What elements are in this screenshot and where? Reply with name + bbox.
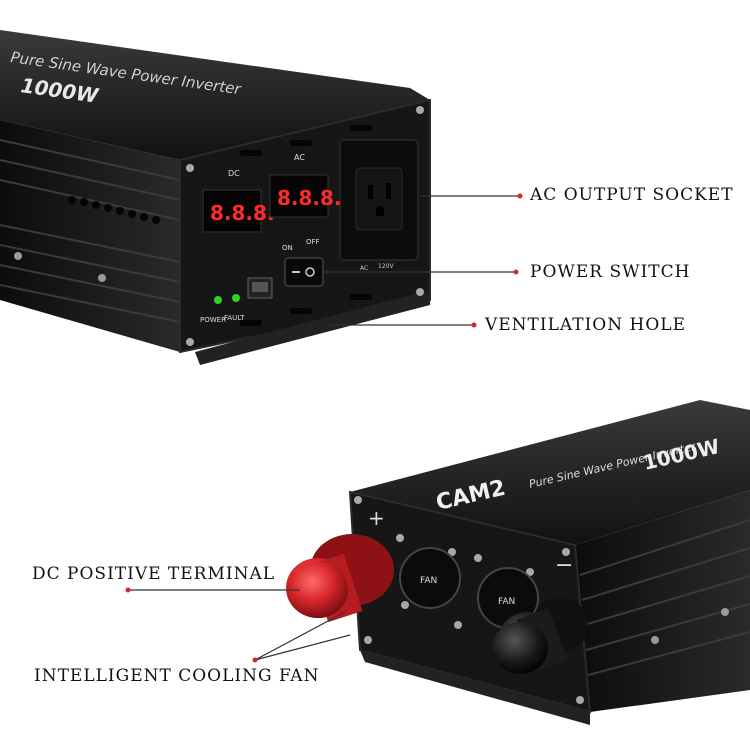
switch-label-on: ON <box>282 244 293 252</box>
ac-display-digits: 8.8.8. <box>277 186 342 210</box>
dc-voltage-display <box>202 189 262 233</box>
top-side-fins <box>0 139 181 323</box>
bottom-mounting-foot <box>360 650 590 725</box>
bottom-case-lid <box>350 400 750 545</box>
fan-left-label: FAN <box>420 576 437 586</box>
top-front-slots <box>240 125 372 326</box>
power-led <box>214 296 222 304</box>
top-inverter: DC AC 8.8.8. 8.8.8. ON OFF POWER FAULT A… <box>0 30 431 365</box>
top-mounting-foot <box>195 290 430 365</box>
callout-ac-output-socket: AC OUTPUT SOCKET <box>530 185 734 205</box>
minus-sign: − <box>555 553 573 578</box>
ac-voltage-display <box>269 174 329 218</box>
cooling-fan-left <box>399 547 461 609</box>
callout-power-switch: POWER SWITCH <box>530 262 691 282</box>
socket-label-ac: AC <box>360 265 368 272</box>
switch-off-mark <box>305 267 315 277</box>
top-side-vent-holes <box>68 196 160 224</box>
plus-sign: + <box>368 506 385 530</box>
callout-dc-positive-terminal: DC POSITIVE TERMINAL <box>32 564 276 584</box>
fault-led <box>232 294 240 302</box>
dc-positive-terminal[interactable] <box>286 534 394 623</box>
bottom-inverter: FAN FAN + − CAM2 Pure Sine Wave Power In… <box>286 400 750 725</box>
led-label-fault: FAULT <box>224 314 245 322</box>
bottom-front-screws <box>354 496 584 704</box>
top-front-screws <box>186 106 424 346</box>
dc-display-digits: 8.8.8. <box>210 201 275 225</box>
dc-negative-terminal[interactable] <box>492 597 588 674</box>
top-case-lid <box>0 30 430 160</box>
callout-intelligent-cooling-fan: INTELLIGENT COOLING FAN <box>34 666 320 686</box>
top-label-ac: AC <box>294 153 305 162</box>
led-label-power: POWER <box>200 316 226 324</box>
callout-ventilation-hole: VENTILATION HOLE <box>485 315 686 335</box>
fan-right-label: FAN <box>498 597 515 607</box>
top-label-dc: DC <box>228 169 240 178</box>
socket-label-v: 120V <box>378 263 394 270</box>
power-switch[interactable] <box>284 257 324 287</box>
switch-label-off: OFF <box>306 238 320 246</box>
callout-lines <box>125 193 523 663</box>
